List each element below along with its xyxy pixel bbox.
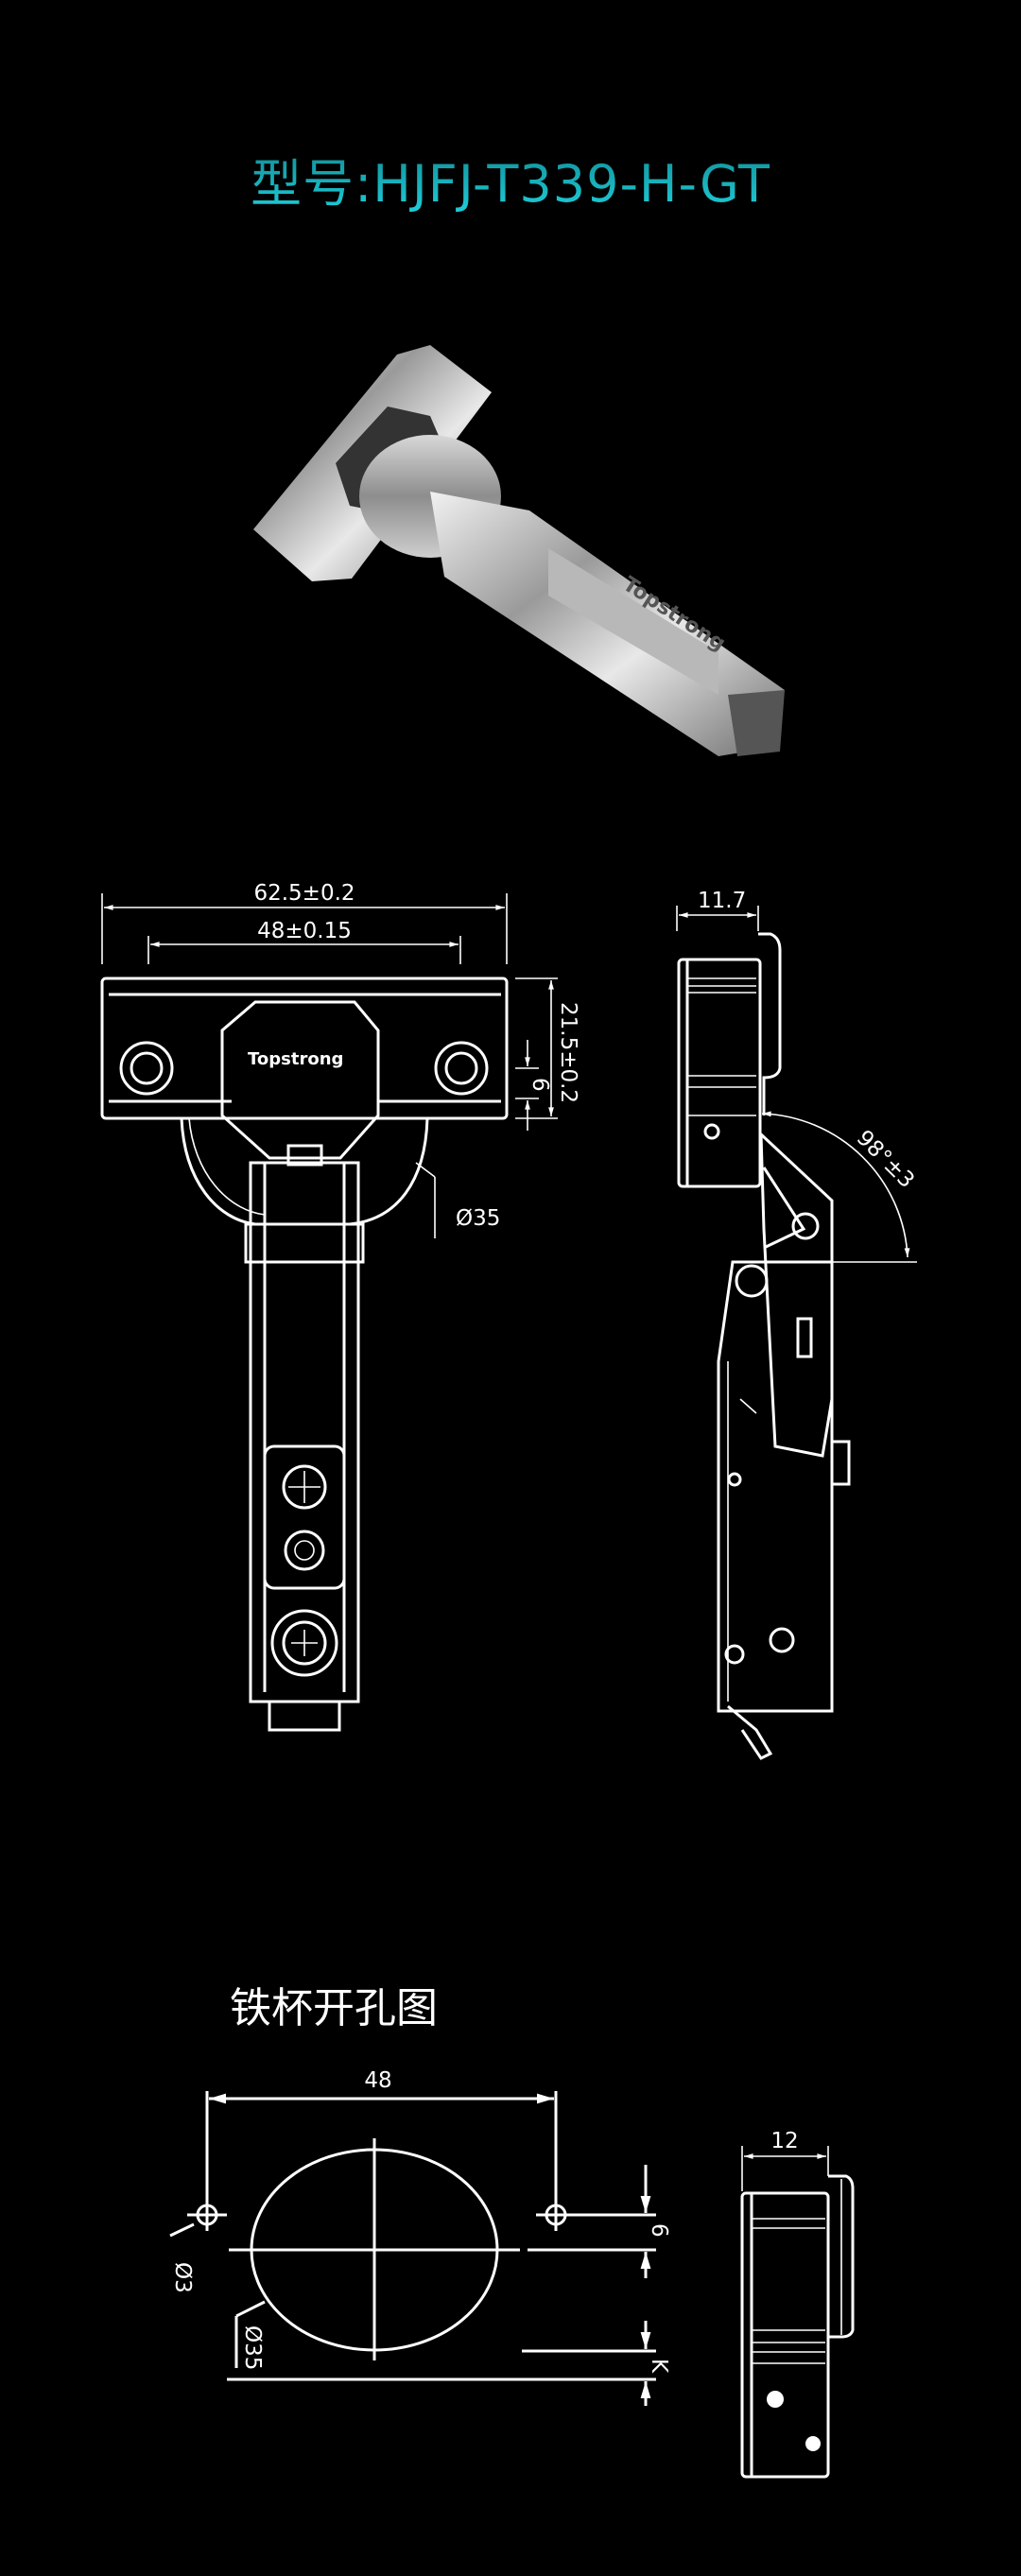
dim-opening-angle: 98°±3: [852, 1126, 919, 1193]
dim-offset-6: 6: [647, 2223, 671, 2238]
side-view-drawing: 11.7 98°±3: [676, 889, 919, 1760]
front-brand-engraving: Topstrong: [248, 1049, 343, 1069]
model-title: 型号:HJFJ-T339-H-GT: [0, 142, 1021, 216]
dim-side-depth: 12: [770, 2129, 798, 2153]
dim-small-hole: Ø3: [170, 2262, 195, 2293]
front-view-drawing: 62.5±0.2 48±0.15 Topstrong 21.5±0.2 6 Ø3…: [100, 881, 580, 1732]
hinge-product-photo: Topstrong: [253, 345, 785, 756]
dim-cup-hole: Ø35: [240, 2325, 265, 2370]
dim-hole-spacing: 48±0.15: [257, 919, 352, 943]
dim-hole-spacing-48: 48: [364, 2068, 391, 2093]
dim-edge-k: K: [647, 2359, 671, 2374]
drilling-section-title: 铁杯开孔图: [230, 1984, 438, 2032]
dim-depth: 11.7: [698, 889, 746, 913]
dim-cup-diameter: Ø35: [456, 1206, 500, 1231]
dim-overall-width: 62.5±0.2: [253, 881, 355, 906]
drilling-diagram: 48 Ø3 Ø35 6 K 12: [169, 2068, 855, 2479]
dim-height: 21.5±0.2: [556, 1002, 580, 1103]
dim-hole-offset: 6: [528, 1078, 552, 1092]
